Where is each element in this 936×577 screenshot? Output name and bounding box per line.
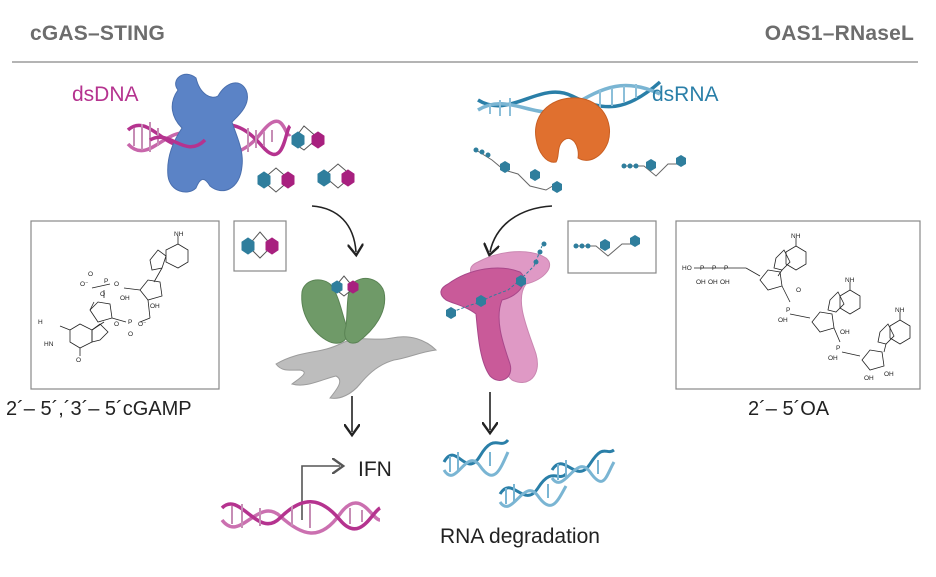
- svg-text:O: O: [76, 357, 81, 364]
- svg-text:OH: OH: [150, 303, 160, 310]
- svg-text:OH: OH: [840, 329, 850, 336]
- oa-structure-box: [675, 220, 921, 390]
- svg-text:NH: NH: [845, 277, 855, 284]
- cgamp-atom-labels: NH O P O⁻ O O OH OH P O O⁻ O H HN O: [38, 231, 184, 364]
- svg-text:O: O: [114, 281, 119, 288]
- svg-text:OH: OH: [864, 375, 874, 382]
- svg-text:O: O: [100, 291, 105, 298]
- cgamp-molecule-3: [317, 163, 355, 189]
- ifn-label: IFN: [358, 458, 392, 481]
- cgamp-molecule-1: [291, 125, 325, 151]
- svg-text:P: P: [786, 307, 790, 314]
- svg-text:NH: NH: [791, 233, 801, 240]
- svg-text:O: O: [114, 321, 119, 328]
- svg-text:P: P: [128, 319, 132, 326]
- svg-text:HO: HO: [682, 265, 692, 272]
- er-membrane: [275, 336, 438, 399]
- svg-text:O⁻: O⁻: [138, 321, 147, 328]
- arrow-cgamp-to-sting: [311, 205, 356, 252]
- oa-icon: [573, 235, 640, 257]
- rna-fragment-1: [442, 438, 510, 477]
- svg-text:O: O: [128, 331, 133, 338]
- svg-text:P: P: [712, 265, 716, 272]
- svg-text:OH: OH: [778, 317, 788, 324]
- dsdna-helix-front: [149, 135, 207, 149]
- oa-atom-labels: HO P P P OH OH OH NH P OH O NH P OH OH N…: [682, 233, 905, 382]
- svg-text:P: P: [836, 345, 840, 352]
- oa-chemical-structure: [694, 238, 911, 371]
- cgamp-molecule-2: [257, 167, 295, 193]
- svg-text:OH: OH: [708, 279, 718, 286]
- oa-structure-caption: 2´– 5´OA: [748, 398, 830, 420]
- dsrna-label: dsRNA: [652, 83, 719, 106]
- svg-text:O: O: [88, 271, 93, 278]
- svg-text:NH: NH: [895, 307, 905, 314]
- header-cgas-sting: cGAS–STING: [30, 22, 166, 45]
- cgamp-chemical-structure: [59, 236, 189, 356]
- rna-fragment-2: [498, 472, 568, 508]
- sting-protein-right: [344, 277, 386, 344]
- svg-text:H: H: [38, 319, 43, 326]
- svg-text:P: P: [724, 265, 728, 272]
- svg-text:NH: NH: [174, 231, 184, 238]
- dsdna-label: dsDNA: [72, 83, 139, 106]
- oas1-enzyme: [535, 97, 610, 163]
- cgamp-icon: [241, 231, 279, 259]
- rna-fragment-3: [550, 448, 616, 484]
- svg-text:OH: OH: [120, 295, 130, 302]
- cgamp-bound-sting: [331, 275, 359, 297]
- cgas-enzyme: [167, 73, 248, 193]
- cgamp-structure-caption: 2´– 5´,´3´– 5´cGAMP: [6, 398, 192, 420]
- svg-text:HN: HN: [44, 341, 54, 348]
- rna-degradation-label: RNA degradation: [440, 525, 600, 548]
- svg-text:OH: OH: [884, 371, 894, 378]
- header-oas1-rnasel: OAS1–RNaseL: [764, 22, 914, 45]
- oa-bound-rnasel: [446, 241, 547, 319]
- cgamp-structure-box: [30, 220, 220, 390]
- svg-text:P: P: [700, 265, 704, 272]
- svg-text:O⁻: O⁻: [80, 281, 89, 288]
- svg-text:OH: OH: [828, 355, 838, 362]
- svg-text:P: P: [104, 278, 108, 285]
- oa-chain-1: [473, 147, 562, 193]
- genomic-dna-helix: [220, 500, 382, 535]
- rnasel-protein-front: [440, 267, 525, 381]
- oa-chain-2: [621, 155, 686, 177]
- svg-text:OH: OH: [720, 279, 730, 286]
- arrow-oa-to-rnasel: [490, 205, 553, 252]
- svg-text:O: O: [796, 287, 801, 294]
- svg-text:OH: OH: [696, 279, 706, 286]
